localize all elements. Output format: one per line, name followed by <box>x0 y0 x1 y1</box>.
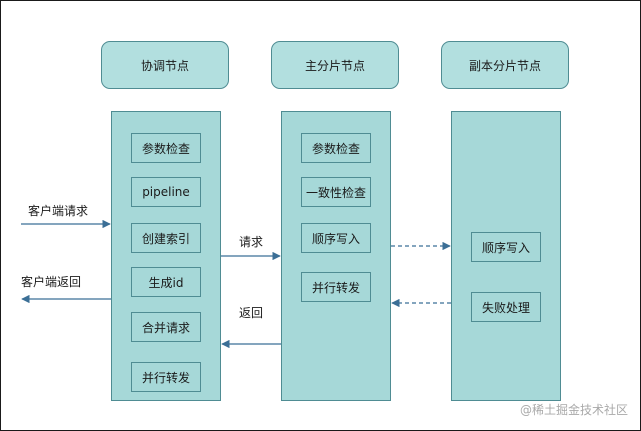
client-request-label: 客户端请求 <box>28 204 89 218</box>
header-replica-shard-node: 副本分片节点 <box>441 41 569 89</box>
watermark: @稀土掘金技术社区 <box>519 403 628 417</box>
primary-shard-column: 参数检查 一致性检查 顺序写入 并行转发 <box>281 111 391 401</box>
coordinator-step-create-index: 创建索引 <box>131 223 201 253</box>
primary-step-sequential-write: 顺序写入 <box>301 223 371 253</box>
coordinator-step-parallel-forward: 并行转发 <box>131 362 201 392</box>
header-primary-shard-node: 主分片节点 <box>271 41 399 89</box>
replica-step-failure-handling: 失败处理 <box>471 292 541 322</box>
coordinator-step-merge-request: 合并请求 <box>131 312 201 342</box>
coordinator-step-param-check: 参数检查 <box>131 133 201 163</box>
primary-step-param-check: 参数检查 <box>301 133 371 163</box>
coordinator-step-generate-id: 生成id <box>131 267 201 297</box>
request-label: 请求 <box>239 235 264 249</box>
replica-step-sequential-write: 顺序写入 <box>471 232 541 262</box>
header-coordinator-node: 协调节点 <box>101 41 229 89</box>
primary-step-consistency-check: 一致性检查 <box>301 177 371 207</box>
primary-step-parallel-forward: 并行转发 <box>301 272 371 302</box>
coordinator-column: 参数检查 pipeline 创建索引 生成id 合并请求 并行转发 <box>111 111 221 401</box>
return-label: 返回 <box>239 306 264 320</box>
coordinator-step-pipeline: pipeline <box>131 177 201 207</box>
client-return-label: 客户端返回 <box>21 275 82 289</box>
replica-shard-column: 顺序写入 失败处理 <box>451 111 561 401</box>
